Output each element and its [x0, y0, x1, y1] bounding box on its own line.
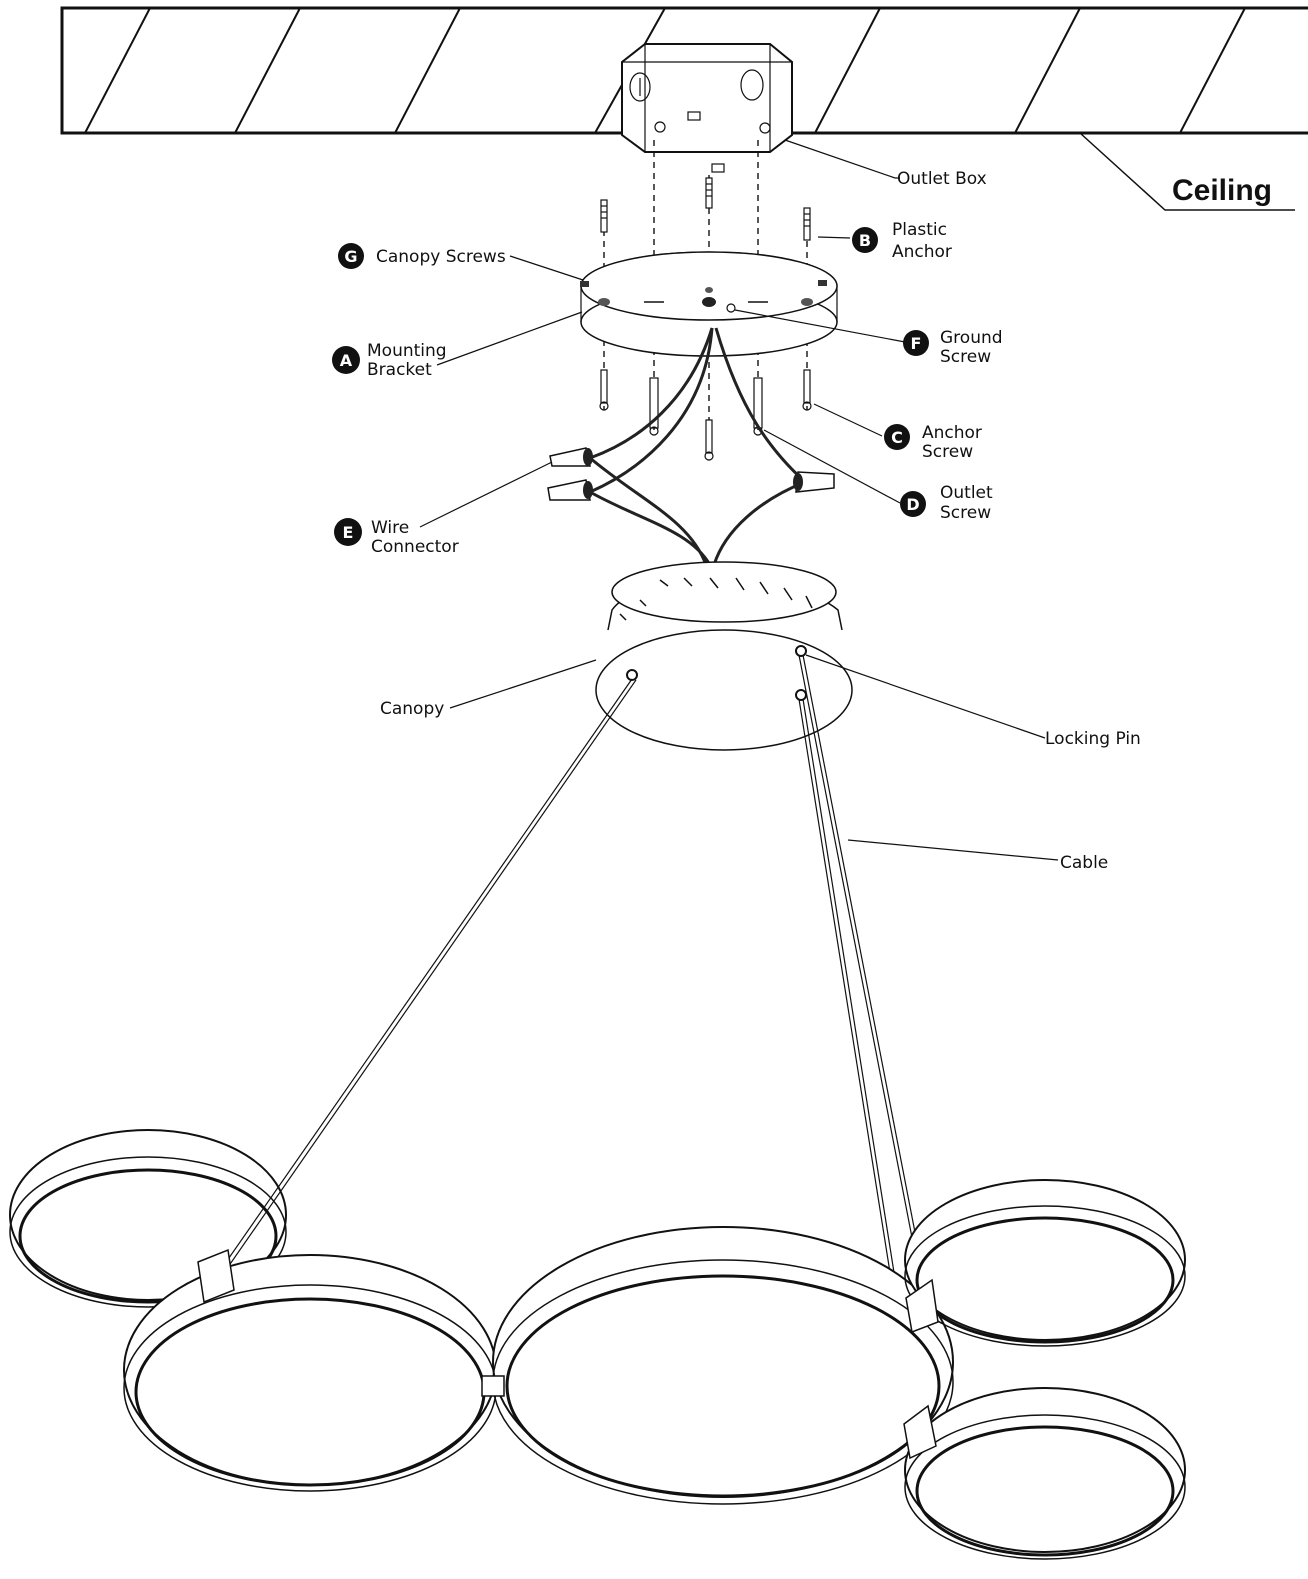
plastic-anchor-label-2: Anchor	[892, 242, 952, 262]
mounting-bracket-letter: A	[340, 351, 353, 370]
anchor-screw-label-1: Anchor	[922, 423, 982, 443]
plastic-anchor-badge	[852, 227, 878, 253]
ground-screw-badge	[903, 330, 929, 356]
mounting-bracket	[580, 251, 838, 357]
wire-connector-badge	[334, 518, 362, 546]
wire-connector-letter: E	[343, 523, 354, 542]
plastic-anchor-label-1: Plastic	[892, 220, 947, 240]
outlet-screw-label-1: Outlet	[940, 483, 993, 503]
plastic-anchor-letter: B	[859, 231, 871, 250]
light-rings	[9, 1129, 1186, 1560]
canopy-screws-label: Canopy Screws	[376, 247, 506, 267]
anchor-screws	[599, 369, 812, 461]
wire-connectors	[547, 447, 835, 501]
mounting-bracket-label-1: Mounting	[367, 341, 447, 361]
canopy-screws-badge	[338, 243, 364, 269]
ring-right-upper	[904, 1179, 1186, 1347]
wire-connector-label-2: Connector	[371, 537, 459, 557]
outlet-screw-letter: D	[906, 495, 919, 514]
mounting-bracket-badge	[332, 346, 360, 374]
ground-screw-label-1: Ground	[940, 328, 1003, 348]
outlet-box	[621, 43, 793, 173]
plastic-anchors	[600, 177, 811, 241]
wires	[589, 327, 807, 566]
locking-pin-label: Locking Pin	[1045, 729, 1141, 749]
outlet-box-label: Outlet Box	[897, 169, 987, 189]
canopy	[595, 561, 853, 751]
outlet-screw-badge	[900, 491, 926, 517]
ring-upper-left	[9, 1129, 287, 1308]
ring-center	[492, 1226, 954, 1505]
ring-right-lower	[904, 1387, 1186, 1560]
ceiling-label: Ceiling	[1172, 174, 1272, 207]
canopy-screws-letter: G	[344, 247, 357, 266]
mounting-bracket-label-2: Bracket	[367, 360, 432, 380]
ground-screw-label-2: Screw	[940, 347, 991, 367]
outlet-screw-label-2: Screw	[940, 503, 991, 523]
anchor-screw-letter: C	[891, 428, 903, 447]
ring-left	[123, 1254, 497, 1492]
ground-screw-letter: F	[911, 334, 922, 353]
anchor-screw-label-2: Screw	[922, 442, 973, 462]
anchor-screw-badge	[884, 424, 910, 450]
canopy-label: Canopy	[380, 699, 444, 719]
cable-label: Cable	[1060, 853, 1108, 873]
wire-connector-label-1: Wire	[371, 518, 409, 538]
